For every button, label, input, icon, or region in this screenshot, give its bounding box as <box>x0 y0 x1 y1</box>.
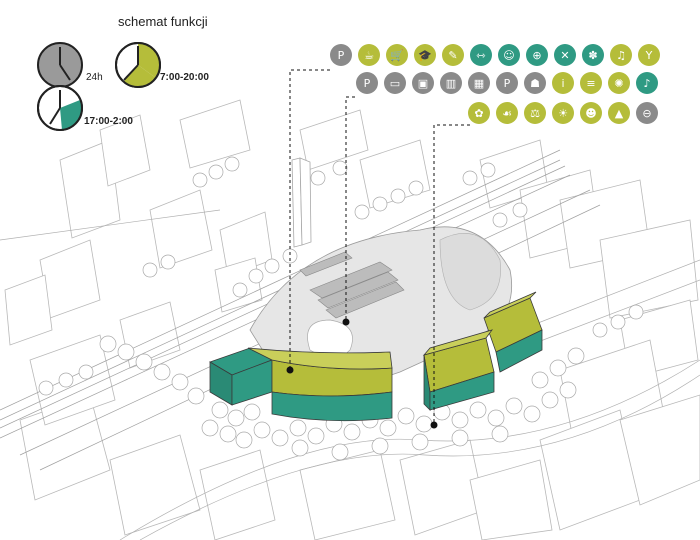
basketball-icon: ⊕ <box>526 44 548 66</box>
building-west <box>209 347 393 422</box>
microphone-icon: ♪ <box>636 72 658 94</box>
icon-row-2: P ▭ ▣ ▥ ▦ P ☗ i ≡ ✺ ♪ <box>356 72 658 94</box>
clock-night <box>37 85 83 131</box>
music-icon: ♫ <box>610 44 632 66</box>
bike-parking-icon: P <box>496 72 518 94</box>
shopping-cart-icon: 🛒 <box>386 44 408 66</box>
grill-icon: ⊖ <box>636 102 658 124</box>
cutlery-icon: ✕ <box>554 44 576 66</box>
palette-icon: ✽ <box>582 44 604 66</box>
seesaw-icon: ⚖ <box>524 102 546 124</box>
icon-row-1: P ☕ 🛒 🎓 ✎ ⇿ ☺ ⊕ ✕ ✽ ♫ Y <box>330 44 660 66</box>
marker-center <box>342 318 350 326</box>
pedestrian-icon: ☗ <box>524 72 546 94</box>
pencil-icon: ✎ <box>442 44 464 66</box>
station-canopy <box>299 251 405 319</box>
tree-icon: ▲ <box>608 102 630 124</box>
leader-lines <box>289 69 470 425</box>
clock-day <box>115 42 161 88</box>
coffee-icon: ☕ <box>358 44 380 66</box>
parking-icon: P <box>356 72 378 94</box>
graduation-cap-icon: 🎓 <box>414 44 436 66</box>
legend-title: schemat funkcji <box>118 14 208 29</box>
playground-icon: ☀ <box>552 102 574 124</box>
clock-day-label: 7:00-20:00 <box>160 72 209 83</box>
tower-building <box>291 157 312 248</box>
jump-rope-icon: ☺ <box>498 44 520 66</box>
marker-west <box>286 366 294 374</box>
building-east <box>422 291 543 411</box>
bench-icon: ≡ <box>580 72 602 94</box>
car-icon: ▭ <box>384 72 406 94</box>
dog-walk-icon: ☙ <box>496 102 518 124</box>
marker-east <box>430 421 438 429</box>
cocktail-icon: Y <box>638 44 660 66</box>
family-icon: ☻ <box>580 102 602 124</box>
dumbbell-icon: ⇿ <box>470 44 492 66</box>
gardening-icon: ✿ <box>468 102 490 124</box>
parking-icon: P <box>330 44 352 66</box>
icon-row-3: ✿ ☙ ⚖ ☀ ☻ ▲ ⊖ <box>468 102 658 124</box>
bus-icon: ▣ <box>412 72 434 94</box>
cinema-icon: ✺ <box>608 72 630 94</box>
train-icon: ▥ <box>440 72 462 94</box>
info-icon: i <box>552 72 574 94</box>
metro-icon: ▦ <box>468 72 490 94</box>
clock-24h <box>37 42 83 88</box>
clock-night-label: 17:00-2:00 <box>84 116 133 127</box>
clock-24h-label: 24h <box>86 72 103 83</box>
